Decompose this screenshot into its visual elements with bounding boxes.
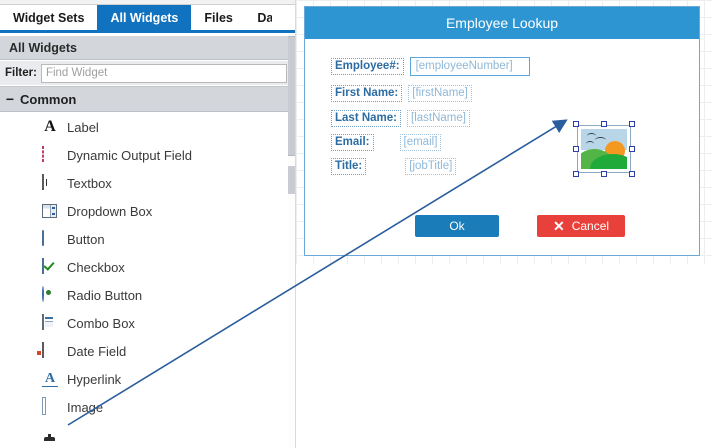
value-email[interactable]: [email] (399, 133, 442, 151)
widget-group-common-label: Common (20, 91, 77, 107)
button-icon (42, 230, 58, 247)
image-widget[interactable] (573, 121, 635, 177)
widget-item-checkbox-text: Checkbox (67, 259, 125, 275)
widget-item-partial[interactable] (0, 421, 288, 448)
resize-handle-w[interactable] (573, 146, 579, 152)
date-field-icon (37, 342, 58, 359)
form-row-first-name[interactable]: First Name: [firstName] (331, 84, 472, 102)
widget-item-label[interactable]: A Label (0, 113, 288, 141)
dynamic-output-field-icon (42, 146, 58, 163)
label-last-name[interactable]: Last Name: (331, 109, 401, 127)
widget-item-button[interactable]: Button (0, 225, 288, 253)
widget-item-combo-box[interactable]: Combo Box (0, 309, 288, 337)
resize-handle-n[interactable] (601, 121, 607, 127)
close-icon: ✕ (552, 218, 565, 234)
widget-item-radio-button[interactable]: Radio Button (0, 281, 288, 309)
widget-item-hyperlink-text: Hyperlink (67, 371, 122, 387)
combo-box-icon (42, 314, 58, 331)
bird-icon (587, 133, 596, 139)
filter-row: Filter: (0, 61, 296, 85)
dialog-title: Employee Lookup (445, 15, 559, 31)
cancel-button[interactable]: ✕ Cancel (537, 215, 625, 237)
palette-tab-bar: Widget Sets All Widgets Files Da (0, 5, 296, 33)
employee-lookup-dialog: Employee Lookup Employee#: [employeeNumb… (304, 6, 700, 256)
resize-handle-sw[interactable] (573, 171, 579, 177)
widget-item-textbox[interactable]: Textbox (0, 169, 288, 197)
hill-front-shape (590, 153, 627, 169)
bird-icon (595, 137, 606, 143)
label-icon: A (44, 118, 56, 135)
cancel-button-label: Cancel (571, 219, 610, 233)
tab-widget-sets[interactable]: Widget Sets (0, 5, 97, 30)
label-email[interactable]: Email: (331, 133, 374, 151)
bird-icon (586, 141, 594, 147)
widget-item-date-field-text: Date Field (67, 343, 127, 359)
form-row-title[interactable]: Title: [jobTitle] (331, 157, 457, 175)
collapse-minus-icon[interactable]: − (5, 91, 15, 107)
widget-item-hyperlink[interactable]: A Hyperlink (0, 365, 288, 393)
tab-files[interactable]: Files (191, 5, 246, 30)
form-row-last-name[interactable]: Last Name: [lastName] (331, 109, 470, 127)
widget-item-label-text: Label (67, 119, 99, 135)
value-last-name[interactable]: [lastName] (407, 109, 470, 127)
label-title[interactable]: Title: (331, 157, 367, 175)
image-widget-artwork (581, 129, 627, 169)
form-designer-canvas[interactable]: Employee Lookup Employee#: [employeeNumb… (296, 0, 712, 448)
resize-handle-s[interactable] (601, 171, 607, 177)
checkbox-icon (42, 258, 58, 275)
resize-handle-e[interactable] (629, 146, 635, 152)
widget-palette-panel: Widget Sets All Widgets Files Da All Wid… (0, 0, 296, 448)
dropdown-box-icon (42, 203, 58, 219)
tab-all-widgets[interactable]: All Widgets (97, 5, 192, 30)
widget-item-textbox-text: Textbox (67, 175, 112, 191)
ok-button-label: Ok (449, 219, 465, 233)
widget-item-dynamic-output-field-text: Dynamic Output Field (67, 147, 192, 163)
filter-input[interactable] (40, 63, 287, 83)
widget-item-combo-box-text: Combo Box (67, 315, 135, 331)
widget-item-dynamic-output-field[interactable]: Dynamic Output Field (0, 141, 288, 169)
hyperlink-icon: A (42, 371, 58, 387)
value-employee-number[interactable]: [employeeNumber] (409, 56, 530, 76)
resize-handle-se[interactable] (629, 171, 635, 177)
value-first-name[interactable]: [firstName] (408, 84, 472, 102)
dialog-body: Employee#: [employeeNumber] First Name: … (305, 39, 699, 255)
widget-item-image[interactable]: Image (0, 393, 288, 421)
textbox-icon (42, 174, 58, 191)
widget-item-button-text: Button (67, 231, 105, 247)
form-row-employee-number[interactable]: Employee#: [employeeNumber] (331, 56, 530, 76)
widget-item-checkbox[interactable]: Checkbox (0, 253, 288, 281)
widget-item-image-text: Image (67, 399, 104, 415)
radio-button-icon (42, 286, 58, 303)
panel-heading-label: All Widgets (9, 40, 77, 55)
resize-handle-nw[interactable] (573, 121, 579, 127)
widget-item-dropdown-box[interactable]: Dropdown Box (0, 197, 288, 225)
tab-all-widgets-label: All Widgets (110, 10, 179, 25)
image-widget-frame (577, 125, 631, 173)
partial-widget-icon (42, 427, 58, 443)
label-employee-number[interactable]: Employee#: (331, 57, 404, 75)
filter-label: Filter: (5, 67, 37, 79)
image-icon (42, 397, 58, 415)
widget-item-date-field[interactable]: Date Field (0, 337, 288, 365)
tab-widget-sets-label: Widget Sets (13, 10, 85, 25)
label-first-name[interactable]: First Name: (331, 84, 403, 102)
resize-handle-ne[interactable] (629, 121, 635, 127)
tab-data[interactable]: Da (246, 5, 272, 30)
widget-item-dropdown-box-text: Dropdown Box (67, 203, 153, 219)
dialog-titlebar: Employee Lookup (305, 7, 699, 39)
panel-heading: All Widgets (0, 36, 296, 60)
widget-list[interactable]: A Label Dynamic Output Field Textbox Dro… (0, 113, 288, 448)
panel-top-divider (0, 0, 296, 5)
tab-data-label: Da (257, 10, 272, 25)
form-row-email[interactable]: Email: [email] (331, 133, 442, 151)
widget-item-radio-button-text: Radio Button (67, 287, 143, 303)
ok-button[interactable]: Ok (415, 215, 499, 237)
value-title[interactable]: [jobTitle] (405, 157, 457, 175)
tab-files-label: Files (204, 10, 233, 25)
widget-group-common[interactable]: − Common (0, 86, 296, 112)
